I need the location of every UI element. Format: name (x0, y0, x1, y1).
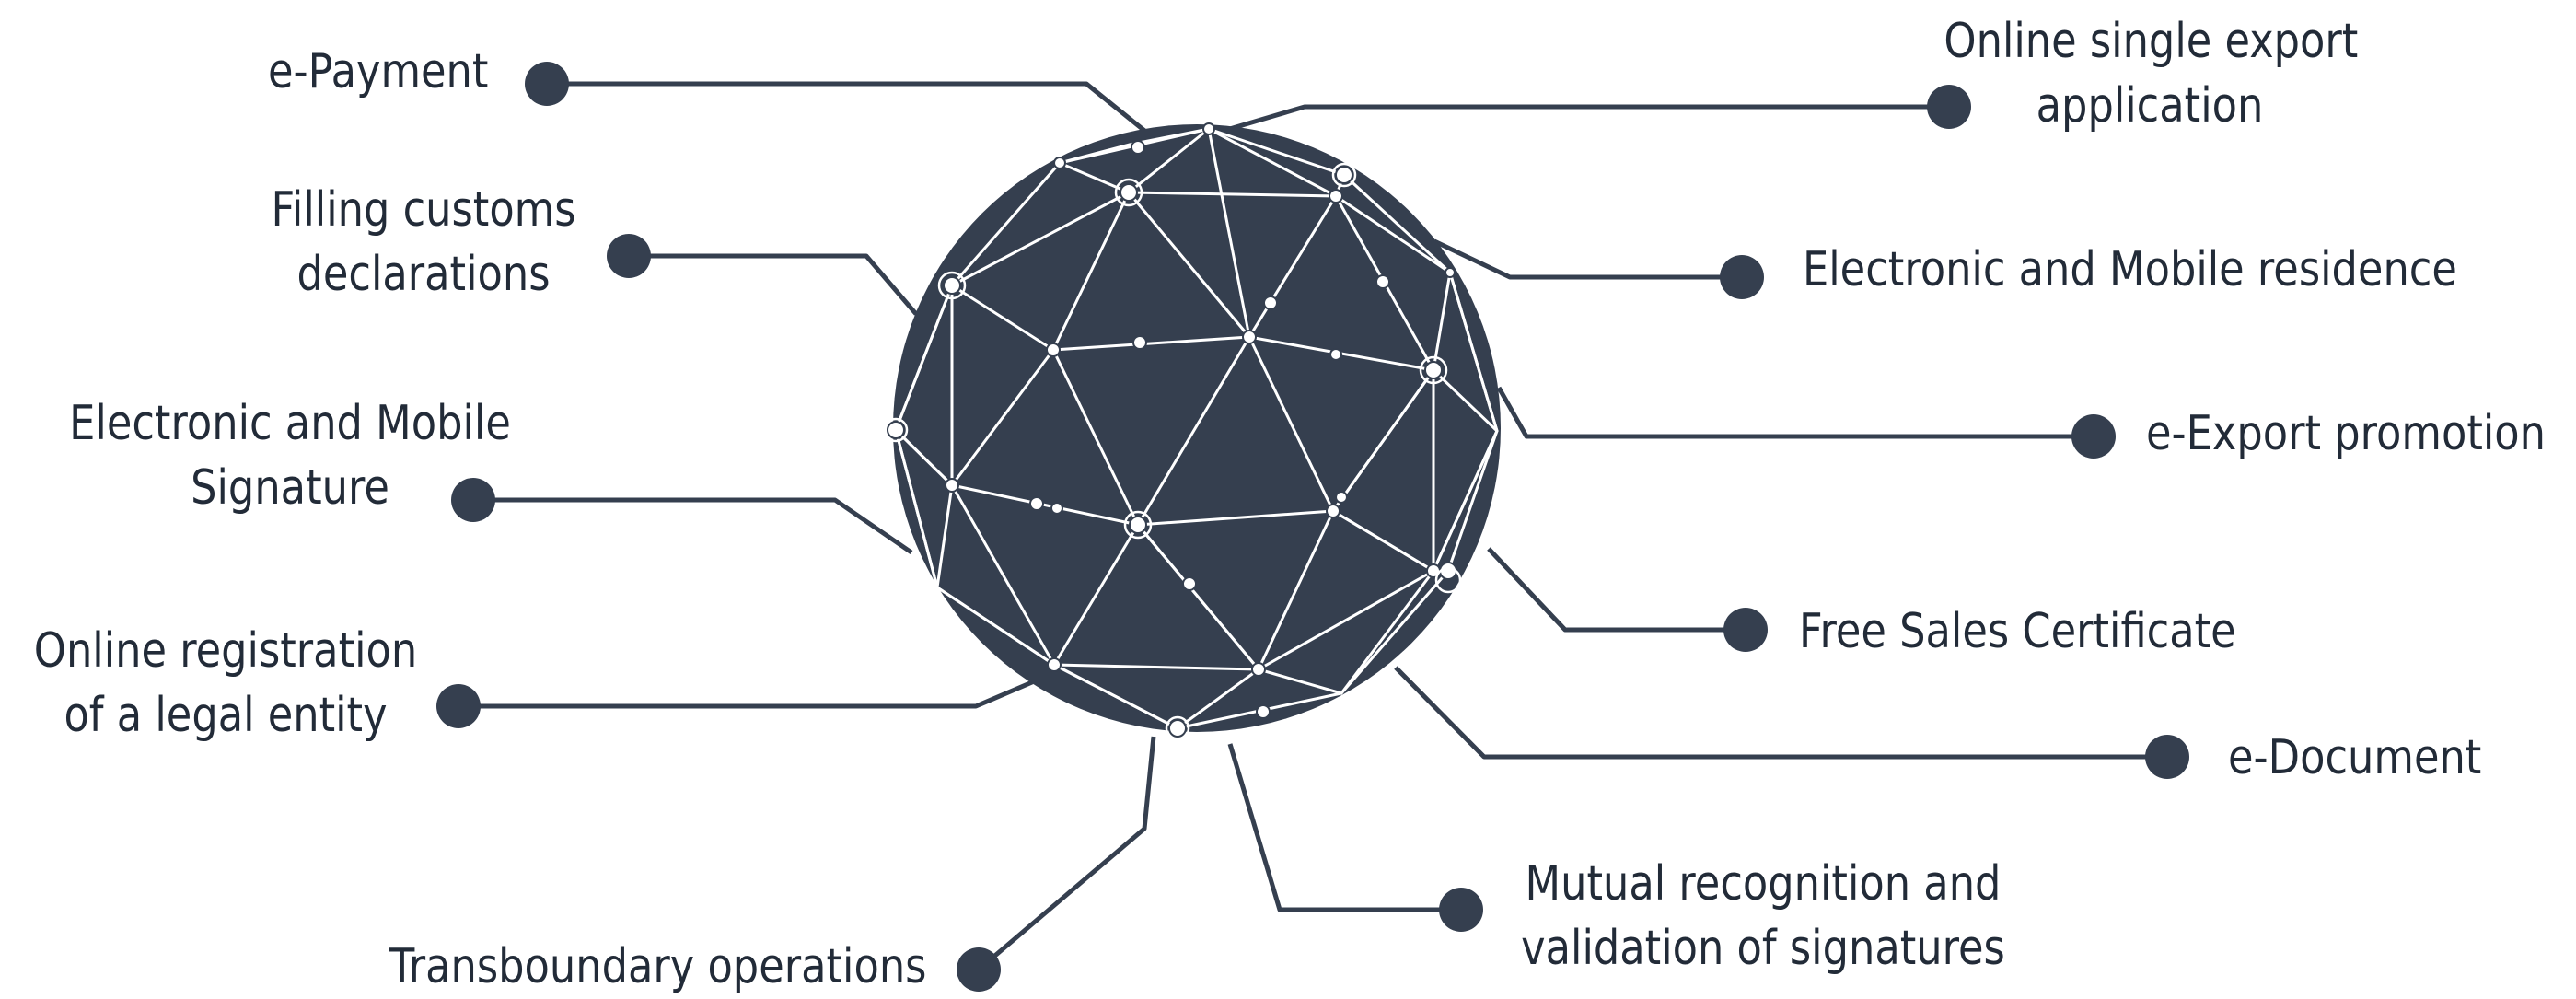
label-filling-customs-line-1: Filling customs (271, 182, 576, 238)
endpoint-dot-mutual-recognition (1439, 888, 1483, 932)
connector-online-export (1207, 104, 1949, 138)
label-e-document-text: e-Document (2228, 730, 2482, 785)
endpoint-dot-online-export (1927, 85, 1971, 129)
connector-filling-customs (629, 253, 918, 316)
label-filling-customs: Filling customs declarations (249, 178, 598, 307)
label-legal-entity: Online registration of a legal entity (31, 619, 419, 748)
label-filling-customs-line-2: declarations (296, 247, 551, 302)
label-residence: Electronic and Mobile residence (1803, 238, 2457, 302)
label-mutual-recognition: Mutual recognition and validation of sig… (1514, 852, 2013, 981)
label-online-export-line-2: application (2036, 78, 2264, 134)
connector-e-payment (545, 81, 1150, 135)
label-mutual-recognition-line-2: validation of signatures (1521, 921, 2005, 976)
label-transboundary-text: Transboundary operations (389, 939, 926, 994)
label-free-sales-text: Free Sales Certificate (1799, 604, 2236, 659)
connector-residence (1433, 238, 1742, 280)
label-export-promotion-text: e-Export promotion (2146, 406, 2546, 461)
label-online-export-line-1: Online single export (1944, 14, 2359, 69)
endpoint-dot-export-promotion (2071, 414, 2116, 459)
label-e-payment-text: e-Payment (267, 44, 488, 99)
connector-signature (473, 497, 913, 555)
globe-node-rings (883, 162, 1462, 741)
connector-mutual-recognition (1227, 743, 1461, 912)
connector-e-document (1394, 666, 2167, 760)
connector-legal-entity (458, 677, 1039, 709)
endpoint-dot-residence (1720, 255, 1764, 299)
endpoint-dot-e-document (2145, 735, 2189, 779)
endpoint-dot-free-sales (1723, 608, 1768, 652)
globe (883, 122, 1501, 741)
connector-transboundary (977, 736, 1156, 971)
label-export-promotion: e-Export promotion (2146, 401, 2546, 466)
endpoint-dot-filling-customs (607, 234, 651, 278)
label-legal-entity-line-2: of a legal entity (64, 688, 388, 743)
endpoint-dot-e-payment (525, 62, 569, 106)
label-online-export: Online single export application (1944, 9, 2359, 138)
label-signature-line-2: Signature (191, 460, 389, 516)
label-mutual-recognition-line-1: Mutual recognition and (1525, 856, 2002, 912)
endpoint-dot-transboundary (957, 947, 1001, 992)
endpoint-dot-legal-entity (436, 684, 481, 728)
connector-free-sales (1487, 547, 1746, 633)
label-residence-text: Electronic and Mobile residence (1803, 242, 2457, 297)
connectors (458, 81, 2167, 971)
label-e-document: e-Document (2228, 726, 2481, 790)
label-e-payment: e-Payment (268, 40, 488, 104)
label-free-sales: Free Sales Certificate (1799, 599, 2236, 664)
label-signature: Electronic and Mobile Signature (41, 391, 540, 520)
endpoint-dot-signature (451, 478, 495, 522)
endpoints (436, 62, 2189, 992)
connector-export-promotion (1496, 386, 2094, 439)
label-legal-entity-line-1: Online registration (33, 623, 418, 679)
globe-nodes (887, 122, 1457, 738)
label-signature-line-1: Electronic and Mobile (69, 396, 511, 451)
label-transboundary: Transboundary operations (389, 935, 926, 999)
